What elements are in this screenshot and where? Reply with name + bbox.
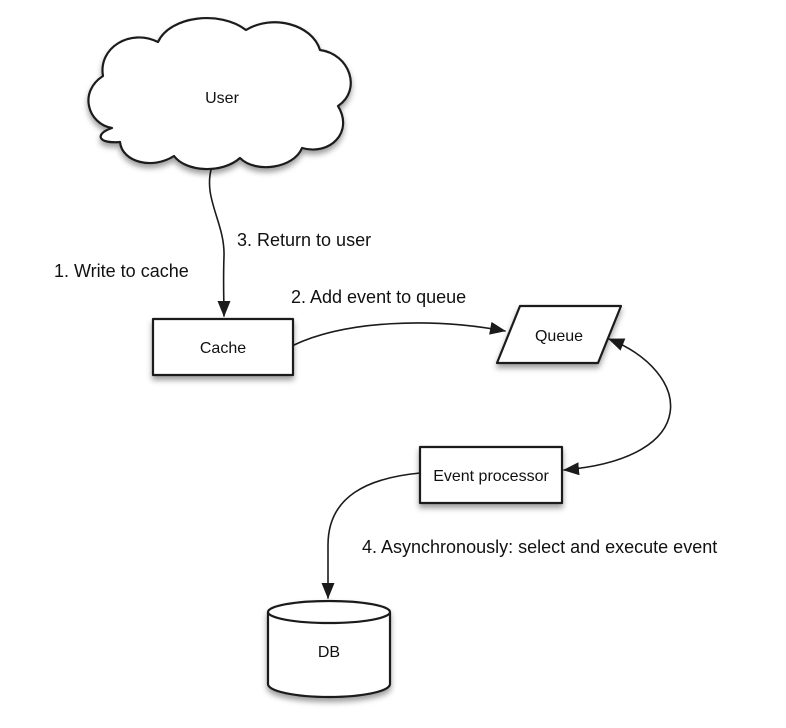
user-label: User — [205, 90, 239, 107]
edge-queue-event-processor — [563, 338, 672, 476]
edge-label-step4: 4. Asynchronously: select and execute ev… — [362, 537, 717, 557]
edge-label-step1: 1. Write to cache — [54, 261, 189, 281]
queue-parallelogram — [495, 304, 623, 365]
user-cloud-node: User — [87, 17, 352, 171]
db-node: DB — [266, 599, 392, 699]
cache-rectangle — [151, 317, 295, 377]
cache-node: Cache — [151, 317, 295, 377]
cache-label: Cache — [200, 340, 246, 357]
event-processor-node: Event processor — [418, 445, 564, 505]
queue-label: Queue — [535, 328, 583, 345]
edge-user-to-cache — [208, 165, 231, 317]
edge-label-step3: 3. Return to user — [237, 230, 371, 250]
db-cylinder-top — [266, 599, 392, 625]
db-cylinder-body — [266, 612, 392, 699]
edge-cache-to-queue — [293, 321, 506, 346]
edge-event-processor-to-db — [321, 472, 421, 599]
cloud-shape — [87, 17, 352, 171]
event-processor-rectangle — [418, 445, 564, 505]
db-label: DB — [318, 644, 340, 661]
queue-node: Queue — [495, 304, 623, 365]
event-processor-label: Event processor — [433, 468, 549, 485]
edge-label-step2: 2. Add event to queue — [291, 287, 466, 307]
